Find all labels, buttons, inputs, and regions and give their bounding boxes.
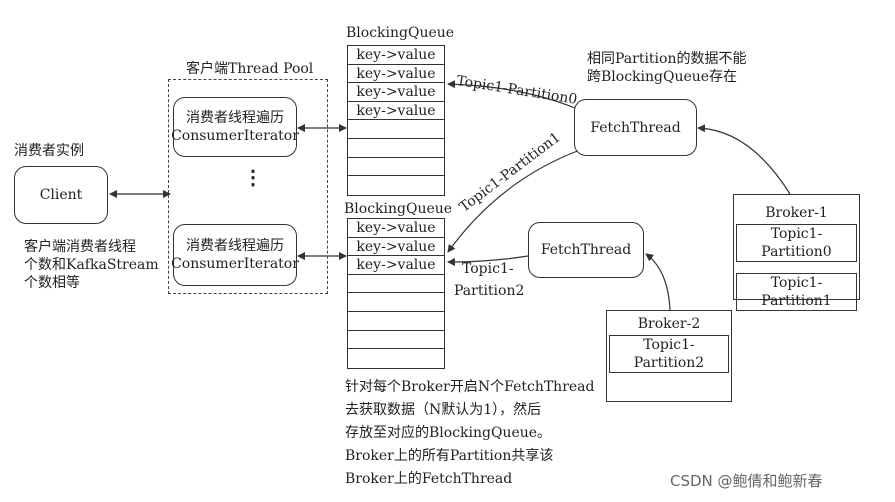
queue-cell: key->value [348,219,444,238]
queue-cell [348,331,444,350]
queue-cell [348,275,444,294]
client-note-line: 个数相等 [24,275,80,291]
broker-2: Broker-2 Topic1-Partition2 [606,310,732,402]
broker-partition: Topic1-Partition1 [736,273,857,311]
ellipsis-dots: ⋮ [243,165,263,189]
bottom-note-line: 针对每个Broker开启N个FetchThread [345,379,595,395]
client-note: 客户端消费者线程 个数和KafkaStream 个数相等 [24,238,159,292]
queue-cell: key->value [348,238,444,257]
queue-cell [348,312,444,331]
client-box: Client [14,166,108,224]
queue-cell [348,139,444,158]
queue-cell [348,120,444,139]
queue-cell: key->value [348,83,444,102]
blocking-queue-1-title: BlockingQueue [346,25,455,41]
iterator-line2: ConsumerIterator [171,128,299,144]
note-line: 相同Partition的数据不能 [587,51,747,67]
edge-label-partition2-line1: Topic1- [462,261,514,277]
broker-1: Broker-1 Topic1-Partition0 Topic1-Partit… [733,194,860,311]
blocking-queue-1: key->value key->value key->value key->va… [347,45,445,196]
client-note-line: 个数和KafkaStream [24,257,159,273]
consumer-iterator-1: 消费者线程遍历 ConsumerIterator [171,97,299,157]
client-box-label: Client [39,187,83,203]
fetch2-queue2-arrow [447,255,529,266]
bottom-note-line: Broker上的FetchThread [345,471,513,487]
watermark: CSDN @鲍倩和鲍新春 [670,472,823,490]
edge-label-partition2-line2: Partition2 [454,283,525,299]
broker-title: Broker-1 [765,205,828,221]
bottom-note-line: 存放至对应的BlockingQueue。 [345,425,552,441]
consumer-iterator-2: 消费者线程遍历 ConsumerIterator [171,224,299,286]
thread-pool-container [168,79,328,294]
client-title: 消费者实例 [14,143,84,159]
thread-pool-title: 客户端Thread Pool [186,61,314,77]
queue-cell [348,176,444,195]
queue-cell: key->value [348,102,444,121]
client-note-line: 客户端消费者线程 [24,239,136,255]
bottom-note-line: 去获取数据（N默认为1），然后 [345,402,542,418]
broker2-fetch2-arrow [645,253,671,311]
fetch-thread-label: FetchThread [590,119,681,136]
iterator-line1: 消费者线程遍历 [186,238,284,254]
broker1-fetch1-arrow [697,124,791,195]
broker-title: Broker-2 [637,316,701,332]
same-partition-note: 相同Partition的数据不能 跨BlockingQueue存在 [587,50,746,86]
iterator-line2: ConsumerIterator [171,256,299,272]
fetch1-queue1-arrow [447,80,576,109]
blocking-queue-2: key->value key->value key->value [347,218,445,369]
note-line: 跨BlockingQueue存在 [587,69,738,85]
queue-cell [348,158,444,177]
queue-cell: key->value [348,65,444,84]
fetch1-queue2-arrow [447,149,581,253]
queue-cell: key->value [348,256,444,275]
queue-cell [348,293,444,312]
iterator-line1: 消费者线程遍历 [186,110,284,126]
bottom-note-line: Broker上的所有Partition共享该 [345,448,554,464]
broker-partition: Topic1-Partition2 [609,335,729,373]
bottom-note: 针对每个Broker开启N个FetchThread 去获取数据（N默认为1），然… [345,376,594,491]
queue-cell [348,349,444,368]
blocking-queue-2-title: BlockingQueue [344,201,453,217]
fetch-thread-label: FetchThread [540,242,632,258]
fetch-thread-1: FetchThread [574,99,697,156]
queue-cell: key->value [348,46,444,65]
fetch-thread-2: FetchThread [528,222,644,278]
broker-partition: Topic1-Partition0 [736,224,857,262]
